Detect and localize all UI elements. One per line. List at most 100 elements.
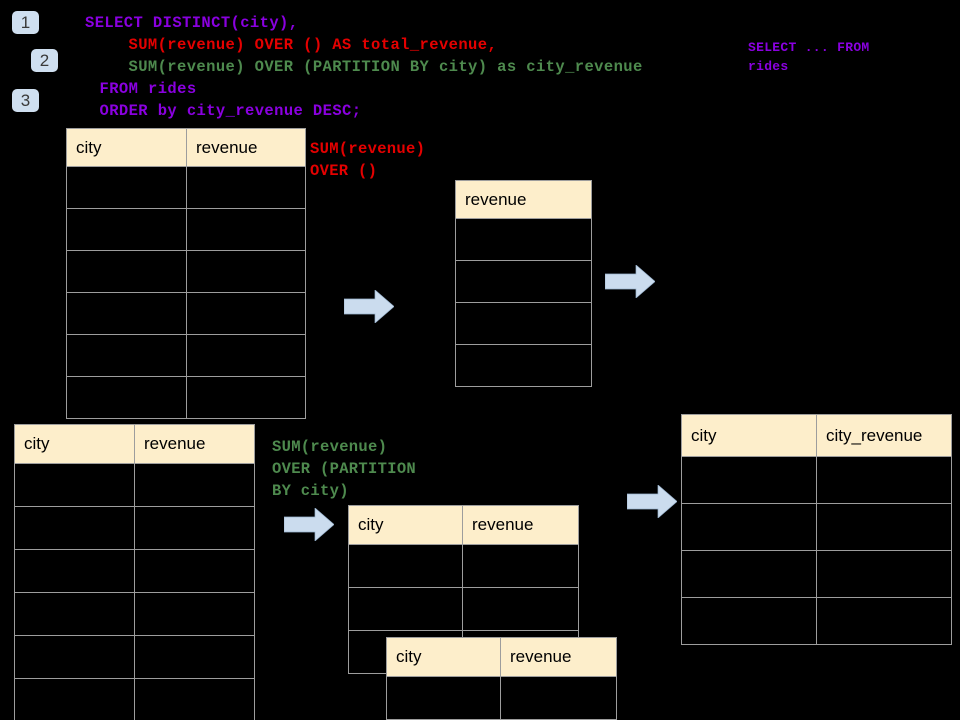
annotation-sum-over-empty: SUM(revenue) OVER () xyxy=(310,138,425,182)
table-cell xyxy=(455,260,592,303)
table-cell xyxy=(14,506,135,550)
table-cell xyxy=(134,506,255,550)
annotation-sum-over-empty-line-1: SUM(revenue) xyxy=(310,140,426,158)
table-cell xyxy=(816,597,952,645)
table-row xyxy=(66,250,306,293)
annotation-select-from-rides-line-2: rides xyxy=(748,59,789,74)
table-cell xyxy=(186,292,306,335)
table-cell xyxy=(134,549,255,593)
table-row xyxy=(455,302,592,345)
arrow-partition-to-result xyxy=(627,485,677,518)
column-header-city: city xyxy=(348,505,463,545)
table-total-revenue: revenue xyxy=(455,180,592,387)
table-cell xyxy=(134,678,255,720)
annotation-sum-over-partition-line-3: BY city) xyxy=(272,482,349,500)
column-header-revenue: revenue xyxy=(455,180,592,219)
table-cell xyxy=(816,503,952,551)
arrow-total-to-result xyxy=(605,265,655,298)
table-cell xyxy=(681,550,817,598)
table-row xyxy=(14,635,255,679)
table-cell xyxy=(816,456,952,504)
table-row xyxy=(681,597,952,645)
table-row xyxy=(66,292,306,335)
table-cell xyxy=(455,302,592,345)
annotation-sum-over-partition-line-2: OVER (PARTITION xyxy=(272,460,417,478)
table-cell xyxy=(134,463,255,507)
table-cell xyxy=(455,344,592,387)
table-row xyxy=(455,344,592,387)
sql-line-1: SELECT DISTINCT(city), xyxy=(85,14,299,32)
table-row xyxy=(386,676,617,720)
table-row xyxy=(14,678,255,720)
table-cell xyxy=(66,208,187,251)
table-cell xyxy=(14,678,135,720)
column-header-revenue: revenue xyxy=(462,505,579,545)
table-cell xyxy=(66,376,187,419)
table-row xyxy=(455,218,592,261)
table-row xyxy=(66,376,306,419)
column-header-city_revenue: city_revenue xyxy=(816,414,952,457)
table-cell xyxy=(66,334,187,377)
table-cell xyxy=(186,376,306,419)
table-row xyxy=(455,260,592,303)
sql-line-3: SUM(revenue) OVER (PARTITION BY city) as… xyxy=(128,58,643,76)
table-cell xyxy=(134,592,255,636)
table-row xyxy=(14,592,255,636)
table-cell xyxy=(455,218,592,261)
table-cell xyxy=(186,334,306,377)
step-badge-3: 3 xyxy=(12,89,39,112)
table-cell xyxy=(816,550,952,598)
sql-line-4: FROM rides xyxy=(99,80,197,98)
annotation-sum-over-partition-line-1: SUM(revenue) xyxy=(272,438,388,456)
table-cell xyxy=(386,676,501,720)
table-cell xyxy=(14,635,135,679)
column-header-city: city xyxy=(386,637,501,677)
table-cell xyxy=(186,166,306,209)
step-badge-2: 2 xyxy=(31,49,58,72)
table-row xyxy=(681,550,952,598)
table-row xyxy=(14,549,255,593)
table-cell xyxy=(186,208,306,251)
table-cell xyxy=(348,544,463,588)
table-cell xyxy=(66,250,187,293)
sql-line-2: SUM(revenue) OVER () AS total_revenue, xyxy=(128,36,498,54)
table-cell xyxy=(462,587,579,631)
column-header-city: city xyxy=(14,424,135,464)
table-cell xyxy=(462,544,579,588)
table-cell xyxy=(66,292,187,335)
table-row xyxy=(14,506,255,550)
table-cell xyxy=(681,597,817,645)
arrow-source-to-total xyxy=(344,290,394,323)
table-row xyxy=(348,544,579,588)
table-row xyxy=(66,208,306,251)
column-header-city: city xyxy=(681,414,817,457)
annotation-sum-over-empty-line-2: OVER () xyxy=(310,162,378,180)
table-row xyxy=(348,587,579,631)
column-header-city: city xyxy=(66,128,187,167)
table-cell xyxy=(14,592,135,636)
table-cell xyxy=(500,676,617,720)
table-cell xyxy=(134,635,255,679)
table-cell xyxy=(186,250,306,293)
table-row xyxy=(66,334,306,377)
table-row xyxy=(681,456,952,504)
column-header-revenue: revenue xyxy=(186,128,306,167)
annotation-sum-over-partition: SUM(revenue) OVER (PARTITION BY city) xyxy=(272,436,416,502)
table-cell xyxy=(66,166,187,209)
step-badge-1: 1 xyxy=(12,11,39,34)
table-row xyxy=(14,463,255,507)
annotation-select-from-rides-line-1: SELECT ... FROM xyxy=(748,40,870,55)
table-cell xyxy=(681,456,817,504)
sql-line-5: ORDER by city_revenue DESC; xyxy=(99,102,362,120)
table-row xyxy=(66,166,306,209)
table-cell xyxy=(681,503,817,551)
table-row xyxy=(681,503,952,551)
arrow-source2-to-partition xyxy=(284,508,334,541)
table-header-row: revenue xyxy=(455,180,592,219)
